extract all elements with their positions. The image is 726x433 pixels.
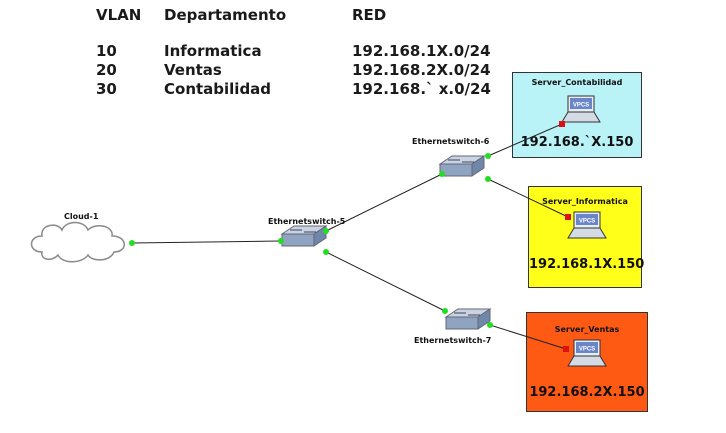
- row-departamento: Contabilidad: [164, 80, 272, 98]
- server-informatica-ip: 192.168.1X.150: [529, 257, 645, 272]
- server-informatica-title: Server_Informatica: [542, 197, 628, 206]
- cloud-label: Cloud-1: [64, 212, 99, 221]
- link-switch5-switch7: [325, 251, 446, 312]
- port-indicator: [565, 214, 571, 220]
- link-switch6-contabilidad: [487, 123, 563, 157]
- server-contabilidad-title: Server_Contabilidad: [531, 78, 623, 87]
- header-departamento: Departamento: [164, 6, 287, 24]
- port-indicator: [442, 308, 448, 314]
- port-indicator: [323, 228, 329, 234]
- row-vlan: 20: [96, 61, 117, 79]
- port-indicator: [278, 238, 284, 244]
- switch-icon: [438, 155, 486, 177]
- link-switch5-switch6: [325, 173, 443, 232]
- computer-icon: VPCS: [567, 339, 607, 367]
- port-indicator: [323, 249, 329, 255]
- switch7-label: Ethernetswitch-7: [414, 336, 492, 345]
- server-informatica-box[interactable]: Server_Informatica 192.168.1X.150: [528, 186, 645, 288]
- port-indicator: [485, 176, 491, 182]
- switch-icon: [444, 308, 492, 330]
- switch5-label: Ethernetswitch-5: [268, 217, 346, 226]
- row-red: 192.168.` x.0/24: [352, 80, 491, 98]
- port-indicator: [559, 121, 565, 127]
- row-departamento: Ventas: [164, 61, 222, 79]
- vpcs-text: VPCS: [579, 347, 595, 353]
- link-switch6-informatica: [487, 178, 569, 218]
- server-ventas-title: Server_Ventas: [554, 325, 620, 334]
- vpcs-text: VPCS: [579, 219, 595, 225]
- switch-icon: [280, 225, 328, 247]
- row-vlan: 30: [96, 80, 117, 98]
- port-indicator: [485, 153, 491, 159]
- server-ventas-box[interactable]: Server_Ventas 192.168.2X.150: [526, 312, 648, 412]
- link-cloud-switch5: [131, 240, 281, 244]
- row-red: 192.168.2X.0/24: [352, 61, 491, 79]
- switch6-label: Ethernetswitch-6: [412, 137, 490, 146]
- server-ventas-ip: 192.168.2X.150: [529, 385, 645, 400]
- cloud-icon: [30, 221, 125, 263]
- header-red: RED: [352, 6, 387, 24]
- computer-icon: VPCS: [567, 211, 607, 239]
- server-contabilidad-ip: 192.168.`X.150: [520, 135, 634, 150]
- port-indicator: [439, 171, 445, 177]
- row-red: 192.168.1X.0/24: [352, 42, 491, 60]
- computer-icon: VPCS: [561, 95, 601, 123]
- port-indicator: [129, 240, 135, 246]
- port-indicator: [487, 322, 493, 328]
- row-vlan: 10: [96, 42, 117, 60]
- vpcs-text: VPCS: [573, 103, 589, 109]
- header-vlan: VLAN: [96, 6, 142, 24]
- row-departamento: Informatica: [164, 42, 262, 60]
- port-indicator: [563, 346, 569, 352]
- link-switch7-ventas: [489, 324, 567, 350]
